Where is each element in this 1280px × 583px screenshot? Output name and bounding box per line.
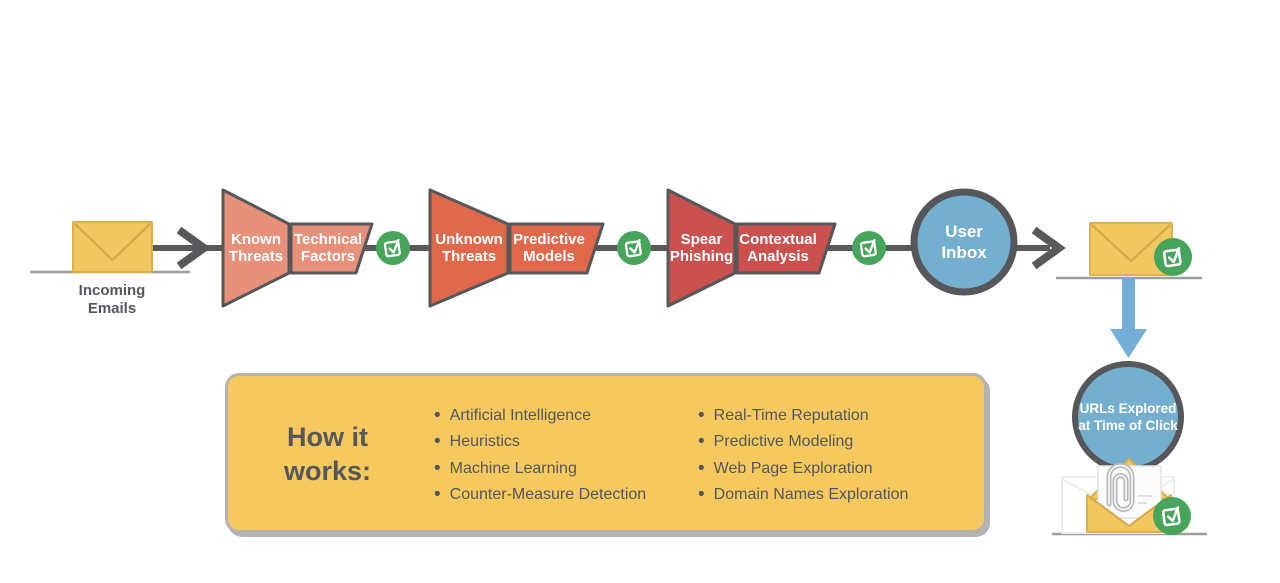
feature-item: Heuristics bbox=[434, 429, 646, 455]
explored-check-icon bbox=[1153, 497, 1191, 535]
feature-list-left: Artificial Intelligence Heuristics Machi… bbox=[434, 403, 647, 508]
delivered-check-icon bbox=[1154, 238, 1192, 276]
feature-item: Web Page Exploration bbox=[698, 456, 908, 482]
funnel-known-threats bbox=[221, 188, 374, 308]
feature-item: Machine Learning bbox=[434, 456, 646, 482]
feature-item: Domain Names Exploration bbox=[698, 482, 909, 508]
feature-list-right: Real-Time Reputation Predictive Modeling… bbox=[698, 403, 909, 508]
arrow-down-icon bbox=[1110, 278, 1147, 358]
arrow-right-icon bbox=[1031, 226, 1066, 270]
user-inbox-circle bbox=[910, 188, 1018, 296]
feature-item: Predictive Modeling bbox=[698, 429, 908, 455]
checkpoint-2-icon bbox=[617, 231, 651, 265]
checkpoint-1-icon bbox=[376, 231, 410, 265]
open-envelope-icon bbox=[1086, 458, 1172, 533]
checkpoint-3-icon bbox=[852, 231, 886, 265]
feature-item: Counter-Measure Detection bbox=[434, 482, 647, 508]
incoming-envelope-icon bbox=[72, 221, 153, 273]
feature-item: Artificial Intelligence bbox=[434, 403, 646, 429]
feature-item: Real-Time Reputation bbox=[698, 403, 908, 429]
funnel-spear-phishing bbox=[666, 188, 837, 308]
funnel-unknown-threats bbox=[428, 188, 605, 308]
paperclip-icon bbox=[1106, 463, 1135, 512]
urls-circle bbox=[1072, 361, 1184, 473]
